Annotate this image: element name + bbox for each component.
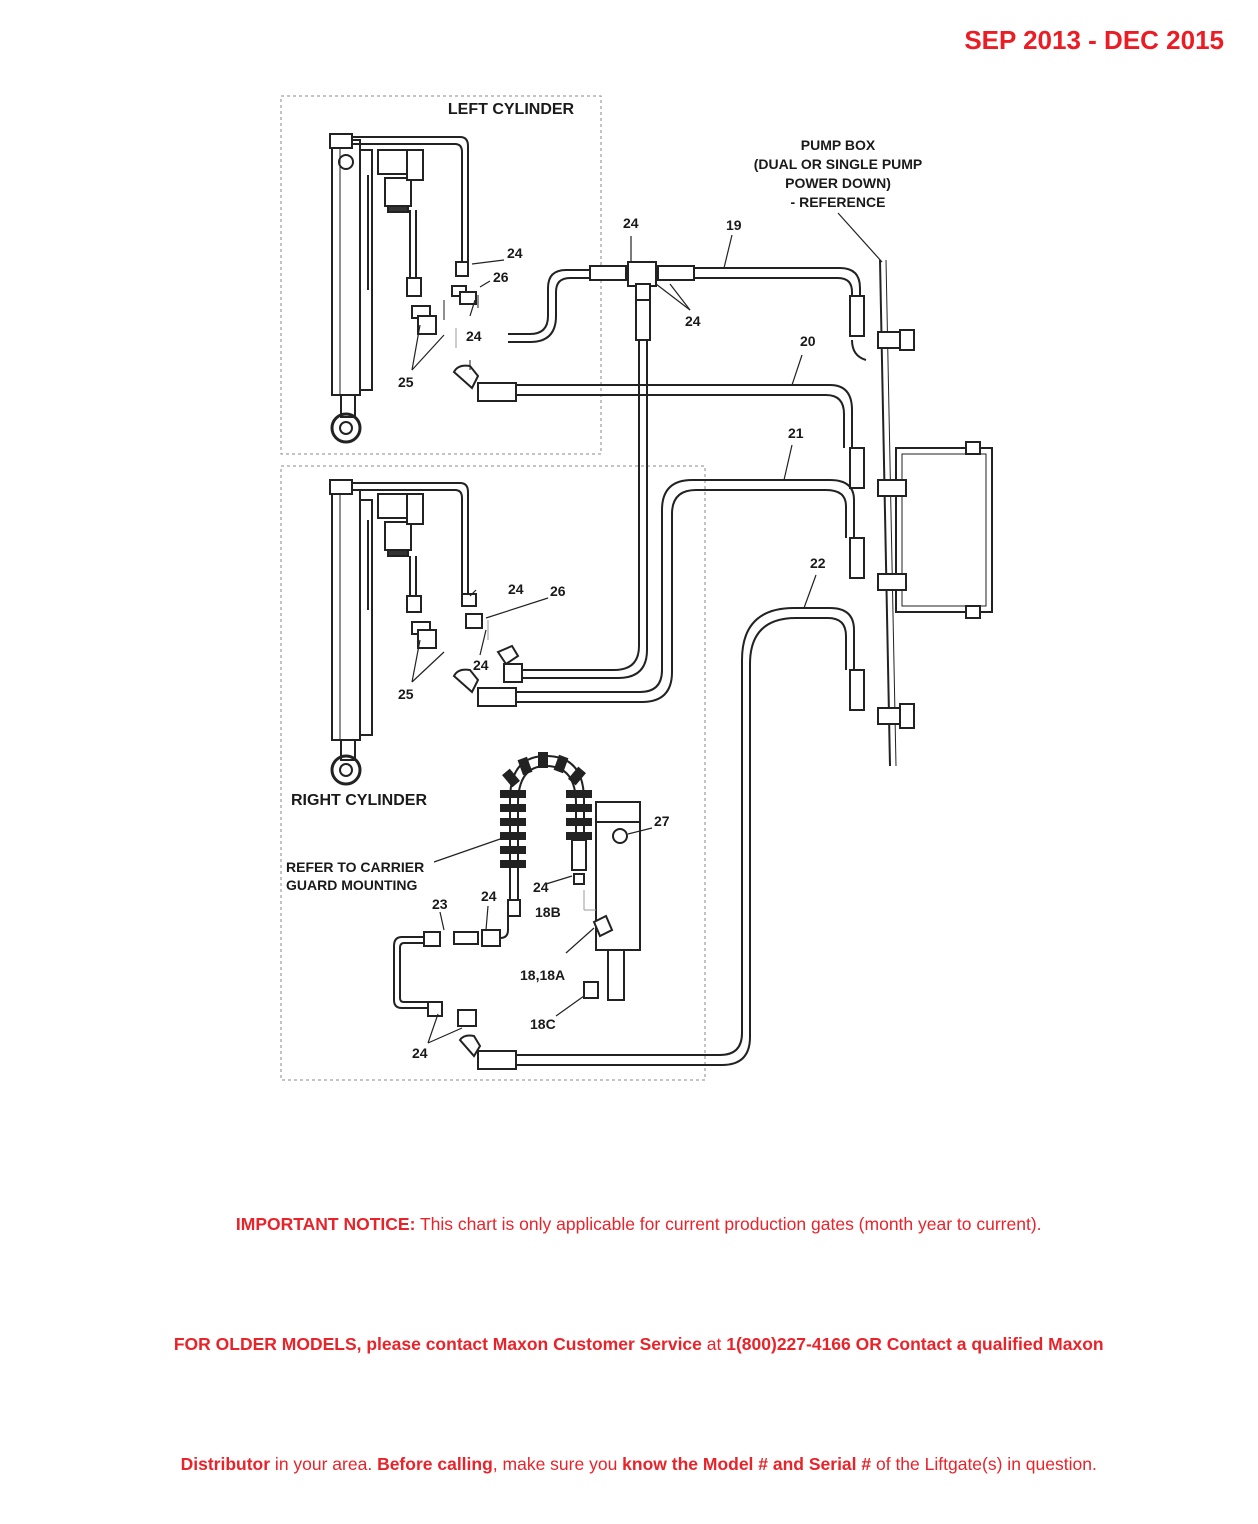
right-cylinder-label: RIGHT CYLINDER (291, 792, 427, 809)
pump-box (877, 259, 993, 767)
carrier-label-1: REFER TO CARRIER (286, 859, 424, 875)
callout-27: 27 (654, 813, 670, 829)
hydraulic-diagram: SEP 2013 - DEC 2015 (280, 25, 1224, 1081)
notice-text-3: in your area. (270, 1454, 378, 1474)
callout-18c: 18C (530, 1016, 556, 1032)
notice-older-models: FOR OLDER MODELS, please contact Maxon C… (173, 1334, 702, 1354)
notice-text-2: at (701, 1334, 727, 1354)
right-fittings (411, 593, 520, 694)
notice-line-3: Distributor in your area. Before calling… (0, 1428, 1258, 1500)
notice-text-1: This chart is only applicable for curren… (415, 1214, 1042, 1234)
callout-24: 24 (533, 879, 549, 895)
pump-box-label-1: PUMP BOX (801, 137, 876, 153)
callout-24: 24 (481, 888, 497, 904)
carrier-guard-links (500, 752, 592, 868)
callout-18-18a: 18,18A (520, 967, 565, 983)
carrier-fittings (393, 839, 587, 1058)
callout-24: 24 (412, 1045, 428, 1061)
callout-24: 24 (623, 215, 639, 231)
callout-24: 24 (466, 328, 482, 344)
pump-box-label-4: - REFERENCE (791, 194, 886, 210)
callout-19: 19 (726, 217, 742, 233)
carrier-label-2: GUARD MOUNTING (286, 877, 418, 893)
leader-lines (411, 212, 883, 1044)
callout-23: 23 (432, 896, 448, 912)
callout-18b: 18B (535, 904, 561, 920)
callout-21: 21 (788, 425, 804, 441)
notice-model-serial: know the Model # and Serial # (622, 1454, 872, 1474)
notice-important-label: IMPORTANT NOTICE: (235, 1214, 416, 1234)
callout-24: 24 (507, 245, 523, 261)
left-fittings (411, 285, 480, 390)
callout-24: 24 (685, 313, 701, 329)
callout-26: 26 (550, 583, 566, 599)
right-cylinder-assembly (329, 479, 469, 786)
notice-text-5: of the Liftgate(s) in question. (871, 1454, 1097, 1474)
date-range-title: SEP 2013 - DEC 2015 (964, 25, 1224, 55)
callout-25: 25 (398, 374, 414, 390)
notice-before-calling: Before calling (377, 1454, 493, 1474)
pump-box-label-2: (DUAL OR SINGLE PUMP (754, 156, 923, 172)
left-cylinder-label: LEFT CYLINDER (448, 101, 575, 118)
left-cylinder-assembly (329, 133, 469, 444)
notice-line-2: FOR OLDER MODELS, please contact Maxon C… (0, 1308, 1258, 1380)
pump-box-label-3: POWER DOWN) (785, 175, 891, 191)
notice-line-1: IMPORTANT NOTICE: This chart is only app… (0, 1188, 1258, 1260)
callout-24: 24 (508, 581, 524, 597)
callout-25: 25 (398, 686, 414, 702)
notice-phone: 1(800)227-4166 OR Contact a qualified Ma… (726, 1334, 1104, 1354)
important-notice: IMPORTANT NOTICE: This chart is only app… (0, 1140, 1258, 1524)
callout-26: 26 (493, 269, 509, 285)
callout-20: 20 (800, 333, 816, 349)
hand-pump (583, 801, 641, 1001)
notice-distributor: Distributor (180, 1454, 271, 1474)
callout-22: 22 (810, 555, 826, 571)
callout-24: 24 (473, 657, 489, 673)
notice-text-4: , make sure you (492, 1454, 623, 1474)
right-cylinder-box (280, 465, 706, 1081)
hoses (477, 261, 867, 1070)
